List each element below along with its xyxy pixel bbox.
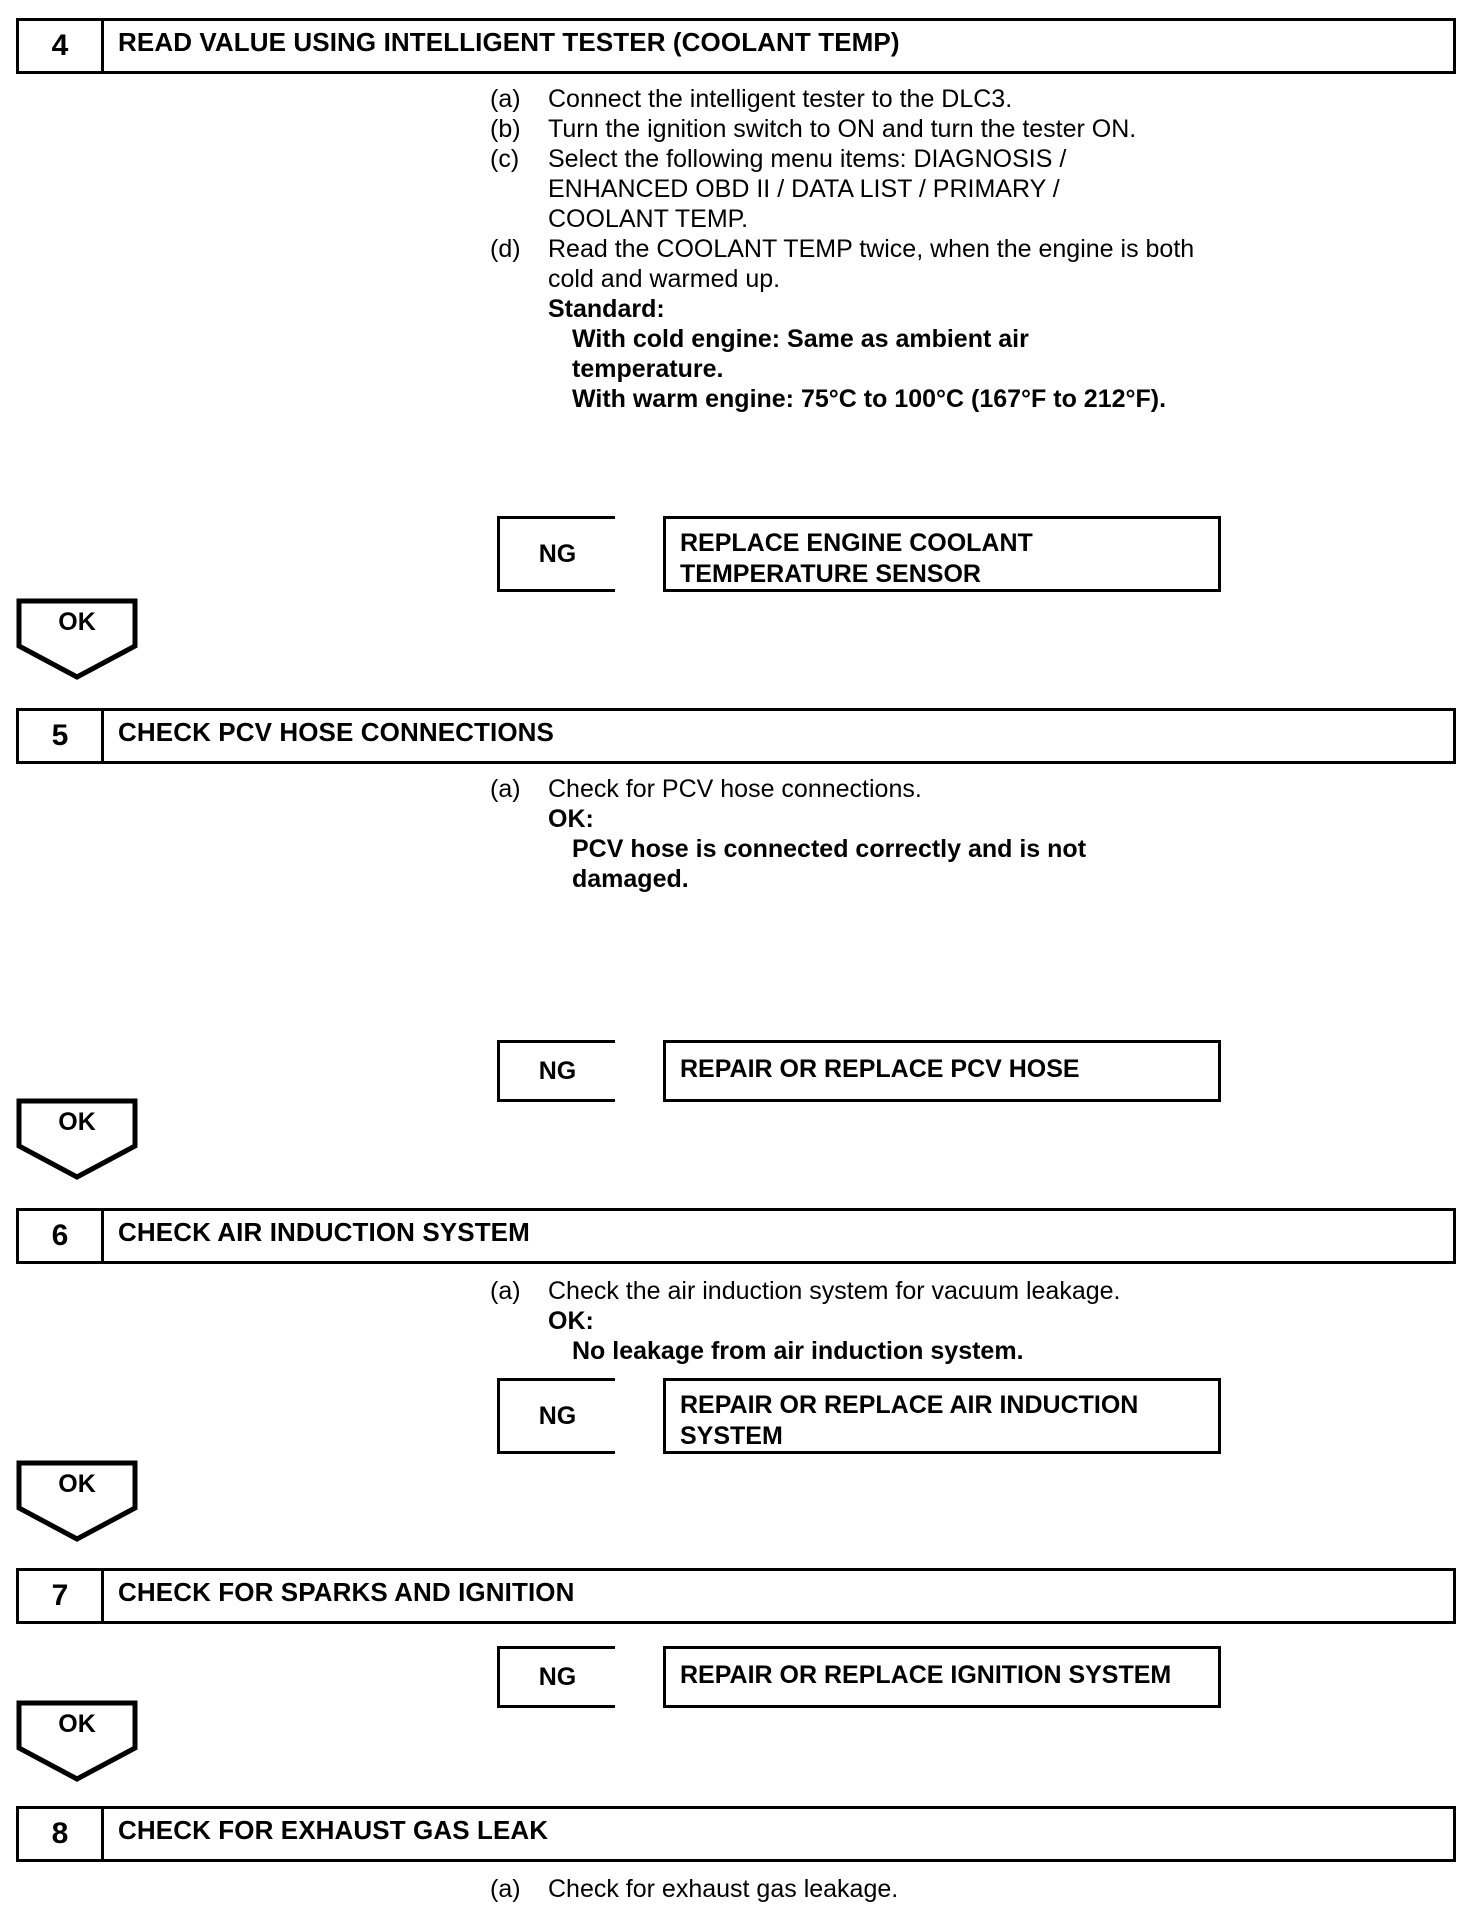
instruction-text: Turn the ignition switch to ON and turn … bbox=[548, 115, 1137, 143]
step-header-8: 8 CHECK FOR EXHAUST GAS LEAK bbox=[16, 1806, 1456, 1862]
instruction-marker: (c) bbox=[490, 145, 520, 173]
instruction-item: (a) Connect the intelligent tester to th… bbox=[490, 84, 1450, 114]
instruction-text: Connect the intelligent tester to the DL… bbox=[548, 85, 1013, 113]
step-header-6: 6 CHECK AIR INDUCTION SYSTEM bbox=[16, 1208, 1456, 1264]
ok-connector-5: OK bbox=[16, 1098, 138, 1180]
criteria-line: PCV hose is connected correctly and is n… bbox=[572, 835, 1087, 893]
step-5-instructions: (a) Check for PCV hose connections. OK: … bbox=[490, 774, 1450, 894]
step-4-instructions: (a) Connect the intelligent tester to th… bbox=[490, 84, 1450, 414]
instruction-text: Check for exhaust gas leakage. bbox=[548, 1875, 899, 1903]
instruction-marker: (d) bbox=[490, 235, 521, 263]
instruction-item: (c) Select the following menu items: DIA… bbox=[490, 144, 1450, 234]
instruction-marker: (a) bbox=[490, 1277, 521, 1305]
instruction-item: (a) Check the air induction system for v… bbox=[490, 1276, 1450, 1306]
criteria-line: With warm engine: 75°C to 100°C (167°F t… bbox=[572, 385, 1167, 413]
ng-branch-7: NG REPAIR OR REPLACE IGNITION SYSTEM bbox=[497, 1646, 1221, 1708]
instruction-item: (a) Check for exhaust gas leakage. bbox=[490, 1874, 1450, 1904]
instruction-item: (a) Check for PCV hose connections. bbox=[490, 774, 1450, 804]
criteria-label: OK: bbox=[548, 805, 594, 833]
instruction-marker: (a) bbox=[490, 1875, 521, 1903]
step-number: 4 bbox=[19, 21, 104, 71]
ng-branch-6: NG REPAIR OR REPLACE AIR INDUCTION SYSTE… bbox=[497, 1378, 1221, 1454]
criteria-line: No leakage from air induction system. bbox=[572, 1337, 1024, 1365]
ng-label: NG bbox=[497, 1040, 615, 1102]
instruction-marker: (b) bbox=[490, 115, 521, 143]
instruction-text: Select the following menu items: DIAGNOS… bbox=[548, 145, 1067, 233]
ng-label: NG bbox=[497, 1646, 615, 1708]
instruction-text: Check the air induction system for vacuu… bbox=[548, 1277, 1121, 1305]
ng-label: NG bbox=[497, 1378, 615, 1454]
instruction-item: (d) Read the COOLANT TEMP twice, when th… bbox=[490, 234, 1450, 294]
criteria-line: With cold engine: Same as ambient air te… bbox=[572, 325, 1029, 383]
instruction-text: Read the COOLANT TEMP twice, when the en… bbox=[548, 235, 1195, 293]
instruction-marker: (a) bbox=[490, 775, 521, 803]
ok-connector-7: OK bbox=[16, 1700, 138, 1782]
step-number: 7 bbox=[19, 1571, 104, 1621]
instruction-marker: (a) bbox=[490, 85, 521, 113]
step-title: READ VALUE USING INTELLIGENT TESTER (COO… bbox=[118, 27, 900, 57]
instruction-item: (b) Turn the ignition switch to ON and t… bbox=[490, 114, 1450, 144]
step-title: CHECK PCV HOSE CONNECTIONS bbox=[118, 717, 554, 747]
step-header-5: 5 CHECK PCV HOSE CONNECTIONS bbox=[16, 708, 1456, 764]
ok-connector-6: OK bbox=[16, 1460, 138, 1542]
step-number: 5 bbox=[19, 711, 104, 761]
ng-branch-4: NG REPLACE ENGINE COOLANT TEMPERATURE SE… bbox=[497, 516, 1221, 592]
ng-result-box: REPAIR OR REPLACE AIR INDUCTION SYSTEM bbox=[663, 1378, 1221, 1454]
ng-result-box: REPLACE ENGINE COOLANT TEMPERATURE SENSO… bbox=[663, 516, 1221, 592]
step-title: CHECK FOR EXHAUST GAS LEAK bbox=[118, 1815, 549, 1845]
step-8-instructions: (a) Check for exhaust gas leakage. bbox=[490, 1874, 1450, 1904]
step-title: CHECK AIR INDUCTION SYSTEM bbox=[118, 1217, 530, 1247]
ng-branch-5: NG REPAIR OR REPLACE PCV HOSE bbox=[497, 1040, 1221, 1102]
criteria-label: OK: bbox=[548, 1307, 594, 1335]
step-title: CHECK FOR SPARKS AND IGNITION bbox=[118, 1577, 575, 1607]
step-header-4: 4 READ VALUE USING INTELLIGENT TESTER (C… bbox=[16, 18, 1456, 74]
step-6-instructions: (a) Check the air induction system for v… bbox=[490, 1276, 1450, 1366]
step-number: 8 bbox=[19, 1809, 104, 1859]
instruction-text: Check for PCV hose connections. bbox=[548, 775, 922, 803]
ng-result-box: REPAIR OR REPLACE PCV HOSE bbox=[663, 1040, 1221, 1102]
step-number: 6 bbox=[19, 1211, 104, 1261]
ok-connector-4: OK bbox=[16, 598, 138, 680]
ng-result-box: REPAIR OR REPLACE IGNITION SYSTEM bbox=[663, 1646, 1221, 1708]
criteria-label: Standard: bbox=[548, 295, 665, 323]
ng-label: NG bbox=[497, 516, 615, 592]
step-header-7: 7 CHECK FOR SPARKS AND IGNITION bbox=[16, 1568, 1456, 1624]
